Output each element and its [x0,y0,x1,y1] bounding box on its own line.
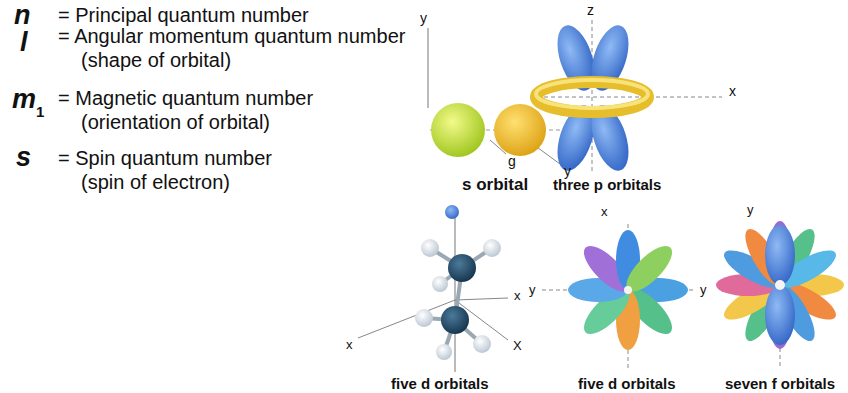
definition-text: = Spin quantum number (spin of electron) [58,146,280,194]
atom-sphere [421,239,439,257]
orbital-caption: five d orbitals [578,375,676,392]
orbital-caption: s orbital [462,175,528,195]
symbol-letter: m [12,84,36,115]
definition-text: = Magnetic quantum number (orientation o… [58,86,321,134]
symbol-letter: n [14,0,31,31]
atom-sphere [445,205,459,219]
orbital-caption: three p orbitals [553,176,661,193]
axis-label: x [601,205,608,220]
axis-label: y [420,10,427,26]
atom-sphere [436,344,452,360]
axis-label: y [529,283,536,298]
orbital-sphere [431,103,485,157]
axis-line [455,215,456,372]
axis-label: g [508,153,516,169]
axis-line [592,20,593,172]
subscript-number: 1 [36,103,44,120]
f-orbital-flower [716,221,844,368]
atom-sphere [473,335,491,353]
definition-text: = Principal quantum number [58,4,309,27]
axis-line [358,300,455,338]
symbol-letter: l [20,27,28,58]
orbital-torus [536,80,648,108]
bond-stick [424,248,492,352]
atom-sphere [432,276,448,292]
atom-sphere [415,309,433,327]
d-orbital-flower [542,224,694,368]
axis-line [455,298,508,300]
nucleus-dot [624,286,632,294]
axis-label: x [729,83,736,99]
axis-label: z [587,2,594,18]
atom-sphere [483,239,501,257]
d-orbital-model [358,205,508,372]
symbol-letter: s [16,142,31,173]
orbital-caption: five d orbitals [391,375,489,392]
nucleus-dot [775,280,785,290]
axis-label: x [514,289,521,304]
atom-sphere [441,306,469,334]
axis-label: y [747,203,754,218]
atom-sphere [448,254,476,282]
orbital-lobe [620,239,679,298]
orbital-sphere [494,104,546,156]
orbital-caption: seven f orbitals [725,375,835,392]
p-orbitals [530,20,722,175]
axis-line [428,28,429,108]
axis-label: X [513,339,522,354]
axis-label: x [346,338,353,353]
axis-line [530,97,722,98]
orbital-lobe [765,285,795,345]
orbital-lobe [765,225,795,285]
definition-text: = Angular momentum quantum number (shape… [58,24,413,72]
axis-label: y [700,283,707,298]
